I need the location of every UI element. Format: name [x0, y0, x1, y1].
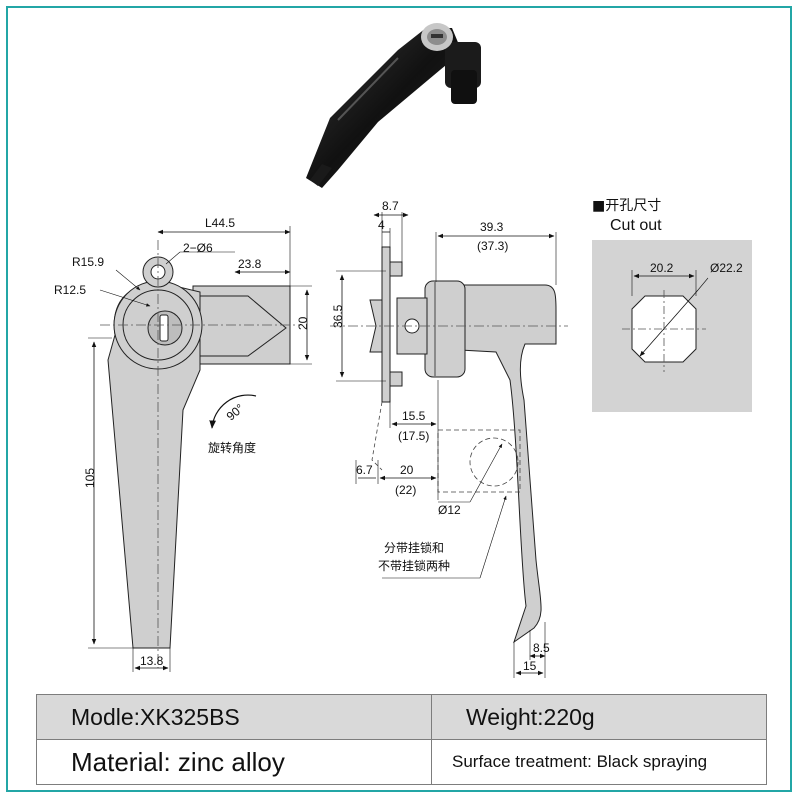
- material-cell: Material: zinc alloy: [36, 739, 432, 785]
- dim-plate-width: 8.7: [382, 199, 399, 213]
- cutout-dim-width: 20.2: [650, 261, 674, 275]
- cutout-panel: ■开孔尺寸 Cut out 20.2 Ø22.2: [592, 198, 752, 412]
- spec-row: Modle:XK325BS Weight:220g: [36, 694, 767, 740]
- spec-table: Modle:XK325BS Weight:220g Material: zinc…: [36, 694, 767, 785]
- dim-radius-outer: R15.9: [72, 255, 104, 269]
- dim-base-len-alt: (22): [395, 483, 416, 497]
- image-frame: [6, 6, 792, 792]
- side-view: [330, 246, 568, 644]
- front-view: [100, 240, 300, 668]
- rotation-label: 旋转角度: [208, 440, 256, 455]
- dim-cam-length: 23.8: [238, 257, 262, 271]
- dim-length: 39.3: [480, 220, 504, 234]
- dim-base-len: 20: [400, 463, 414, 477]
- product-photo: [306, 23, 481, 188]
- side-view-dimensions: 8.7 4 36.5 39.3 (37.3) 15.5 (17.5) 6.7 2…: [331, 199, 557, 678]
- dim-handle-length: 105: [83, 468, 97, 488]
- cutout-dim-diameter: Ø22.2: [710, 261, 743, 275]
- dim-offset: 6.7: [356, 463, 373, 477]
- dim-shaft-len: 15.5: [402, 409, 426, 423]
- dim-plate-thickness: 4: [378, 218, 385, 232]
- model-cell: Modle:XK325BS: [36, 694, 432, 740]
- dim-cam-height: 20: [296, 316, 310, 330]
- dim-cam-diameter: Ø12: [438, 503, 461, 517]
- weight-cell: Weight:220g: [431, 694, 767, 740]
- dim-tip-width: 8.5: [533, 641, 550, 655]
- surface-cell: Surface treatment: Black spraying: [431, 739, 767, 785]
- dim-rotation-angle: 90°: [224, 401, 247, 424]
- dim-height: 36.5: [331, 304, 345, 328]
- dim-length-alt: (37.3): [477, 239, 508, 253]
- dim-tip-width: 13.8: [140, 654, 164, 668]
- cutout-title-cn: ■开孔尺寸: [592, 198, 661, 214]
- front-view-dimensions: L44.5 2−Ø6 23.8 R15.9 R12.5 20 105 13.8 …: [54, 216, 312, 672]
- cutout-title-en: Cut out: [610, 217, 662, 234]
- dim-shaft-len-alt: (17.5): [398, 429, 429, 443]
- note-line-2: 不带挂锁两种: [378, 558, 450, 573]
- dim-tip-total: 15: [523, 659, 537, 673]
- spec-row: Material: zinc alloy Surface treatment: …: [36, 739, 767, 785]
- note-line-1: 分带挂锁和: [384, 540, 444, 555]
- dim-overall-length: L44.5: [205, 216, 235, 230]
- dim-radius-inner: R12.5: [54, 283, 86, 297]
- dim-holes: 2−Ø6: [183, 241, 213, 255]
